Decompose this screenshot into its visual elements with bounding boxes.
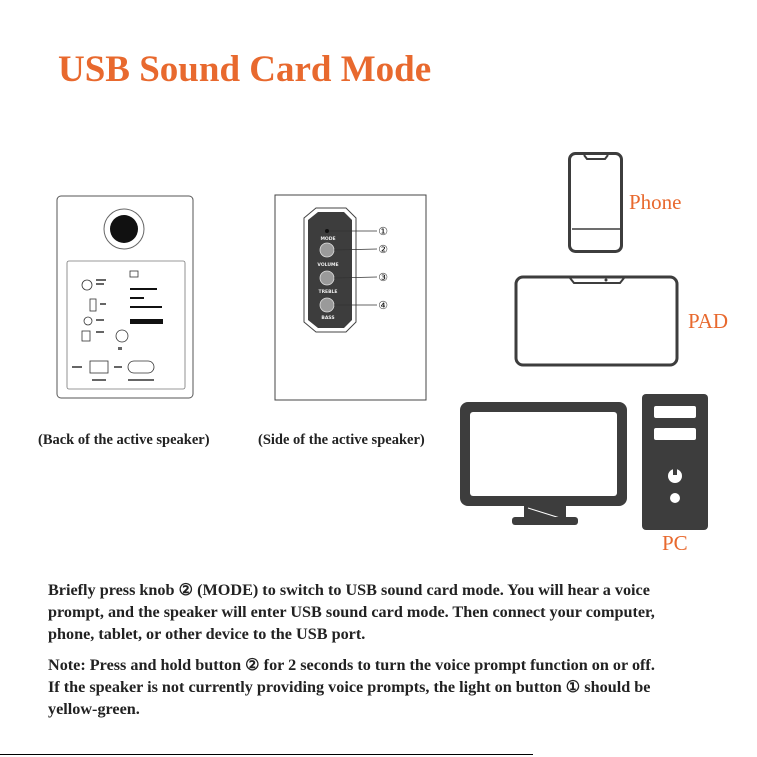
- instructions-main: Briefly press knob ② (MODE) to switch to…: [48, 579, 753, 645]
- note-line: yellow-green.: [48, 700, 140, 718]
- tablet-icon: [514, 275, 679, 367]
- callout-3: ③: [378, 271, 388, 284]
- page-title: USB Sound Card Mode: [58, 49, 432, 90]
- knob-label: MODE: [320, 236, 335, 242]
- instruction-line: phone, tablet, or other device to the US…: [48, 625, 366, 643]
- side-caption: (Side of the active speaker): [258, 432, 425, 448]
- note-line: If the speaker is not currently providin…: [48, 678, 651, 696]
- speaker-back-illustration: [56, 195, 194, 399]
- pc-label: PC: [662, 531, 688, 555]
- callout-1: ①: [378, 225, 388, 238]
- instruction-line: prompt, and the speaker will enter USB s…: [48, 603, 655, 621]
- knob-label: BASS: [321, 315, 334, 321]
- note-line: Note: Press and hold button ② for 2 seco…: [48, 656, 655, 674]
- phone-icon: [568, 152, 623, 253]
- callout-4: ④: [378, 299, 388, 312]
- back-caption: (Back of the active speaker): [38, 432, 210, 448]
- knob-label: VOLUME: [317, 262, 338, 268]
- instructions-note: Note: Press and hold button ② for 2 seco…: [48, 654, 753, 720]
- callout-2: ②: [378, 243, 388, 256]
- phone-label: Phone: [629, 190, 682, 214]
- pc-icon: [460, 394, 708, 530]
- speaker-side-illustration: MODE VOLUME TREBLE BASS ① ② ③ ④: [274, 194, 427, 401]
- instruction-line: Briefly press knob ② (MODE) to switch to…: [48, 581, 650, 599]
- footer-divider: [0, 754, 533, 755]
- knob-label: TREBLE: [319, 289, 338, 295]
- pad-label: PAD: [688, 309, 729, 333]
